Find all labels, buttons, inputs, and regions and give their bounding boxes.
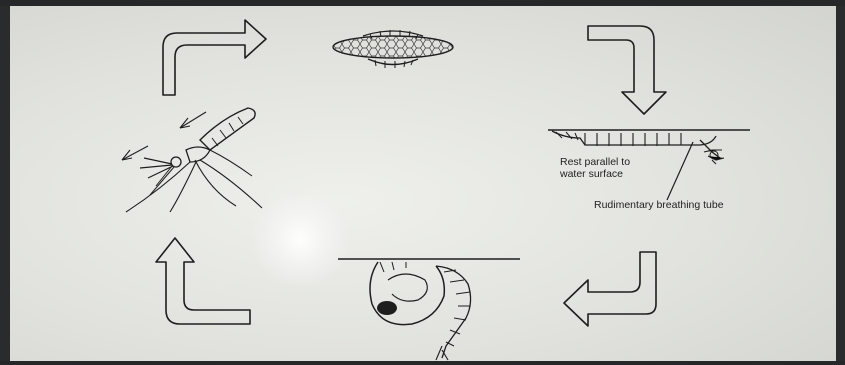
egg-raft-drawing bbox=[333, 30, 453, 68]
cycle-arrow-bottom-right bbox=[564, 252, 656, 326]
rest-parallel-label: Rest parallel to water surface bbox=[560, 156, 630, 180]
pupa-drawing bbox=[338, 259, 520, 360]
cycle-arrow-bottom-left bbox=[156, 238, 250, 324]
cycle-arrow-top-left bbox=[163, 20, 266, 95]
breathing-tube-label: Rudimentary breathing tube bbox=[594, 199, 724, 211]
adult-mosquito-drawing bbox=[122, 108, 262, 212]
cycle-arrow-top-right bbox=[588, 26, 666, 114]
